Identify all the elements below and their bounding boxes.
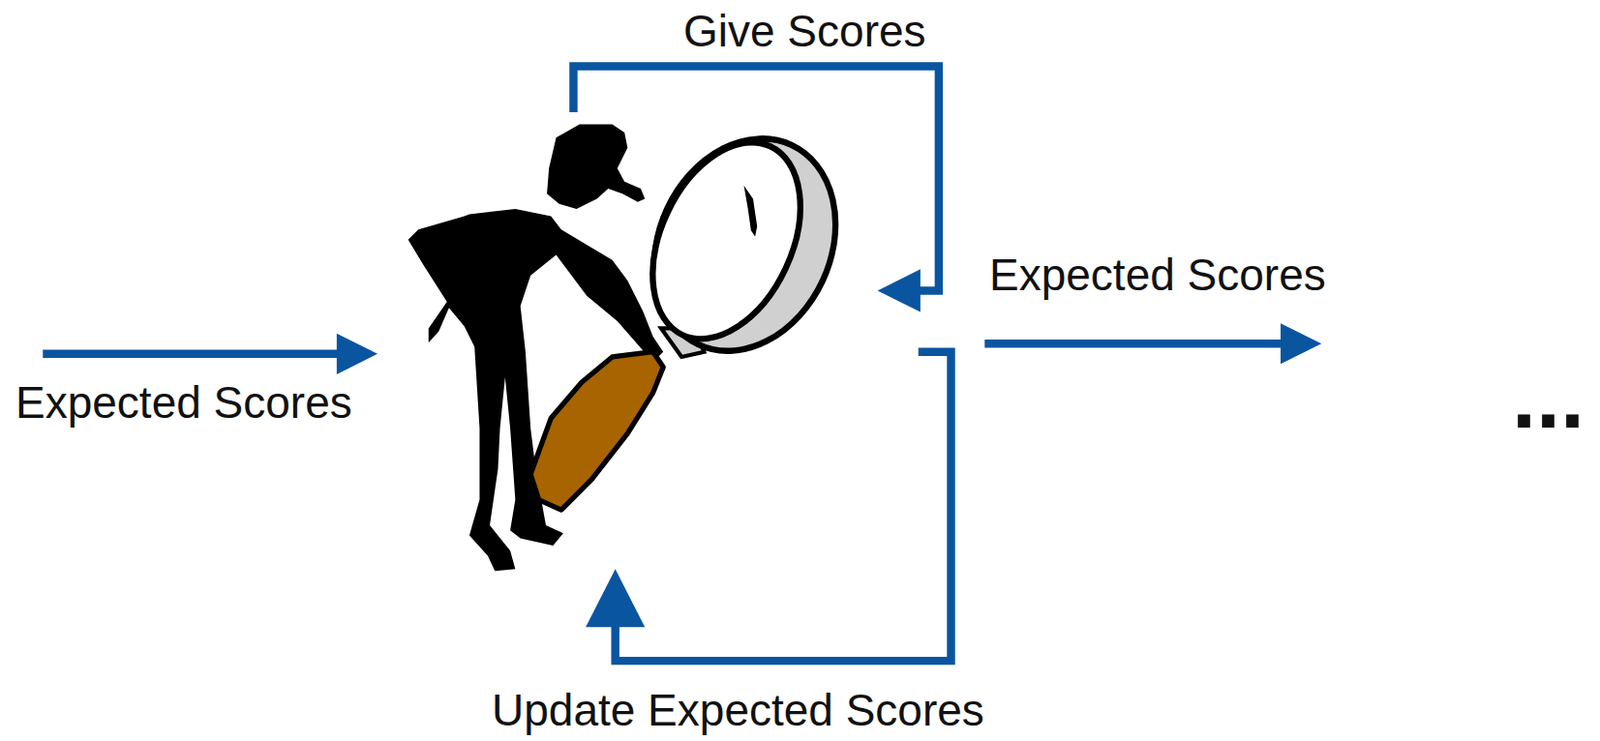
- flow-label: Expected Scores: [15, 377, 353, 429]
- arrow-head: [1280, 323, 1322, 364]
- loop-label: Update Expected Scores: [491, 685, 985, 737]
- label-holder: Give Scores: [683, 5, 927, 58]
- update-loop: [615, 352, 952, 662]
- label-holder: ...: [1511, 348, 1585, 450]
- lens-glint: [744, 185, 758, 238]
- arrow-head: [336, 333, 378, 375]
- arrow-head: [585, 569, 645, 628]
- output-arrow: [984, 339, 1286, 348]
- figure-body: [408, 209, 665, 572]
- continuation-mark: ...: [1511, 348, 1585, 450]
- flow-arrows: [42, 66, 1286, 663]
- flow-label: Expected Scores: [989, 249, 1327, 302]
- loop-label: Give Scores: [683, 5, 927, 58]
- lens-rim: [620, 108, 870, 381]
- detective-figure: [408, 108, 870, 572]
- input-arrow: [42, 350, 342, 359]
- label-holder: Expected Scores: [15, 377, 353, 429]
- glass-handle: [530, 352, 664, 511]
- figure-head: [546, 124, 645, 210]
- label-holder: Expected Scores: [989, 249, 1327, 302]
- label-holder: Update Expected Scores: [491, 685, 985, 737]
- lens-glass: [623, 119, 830, 363]
- arrow-head: [877, 269, 921, 312]
